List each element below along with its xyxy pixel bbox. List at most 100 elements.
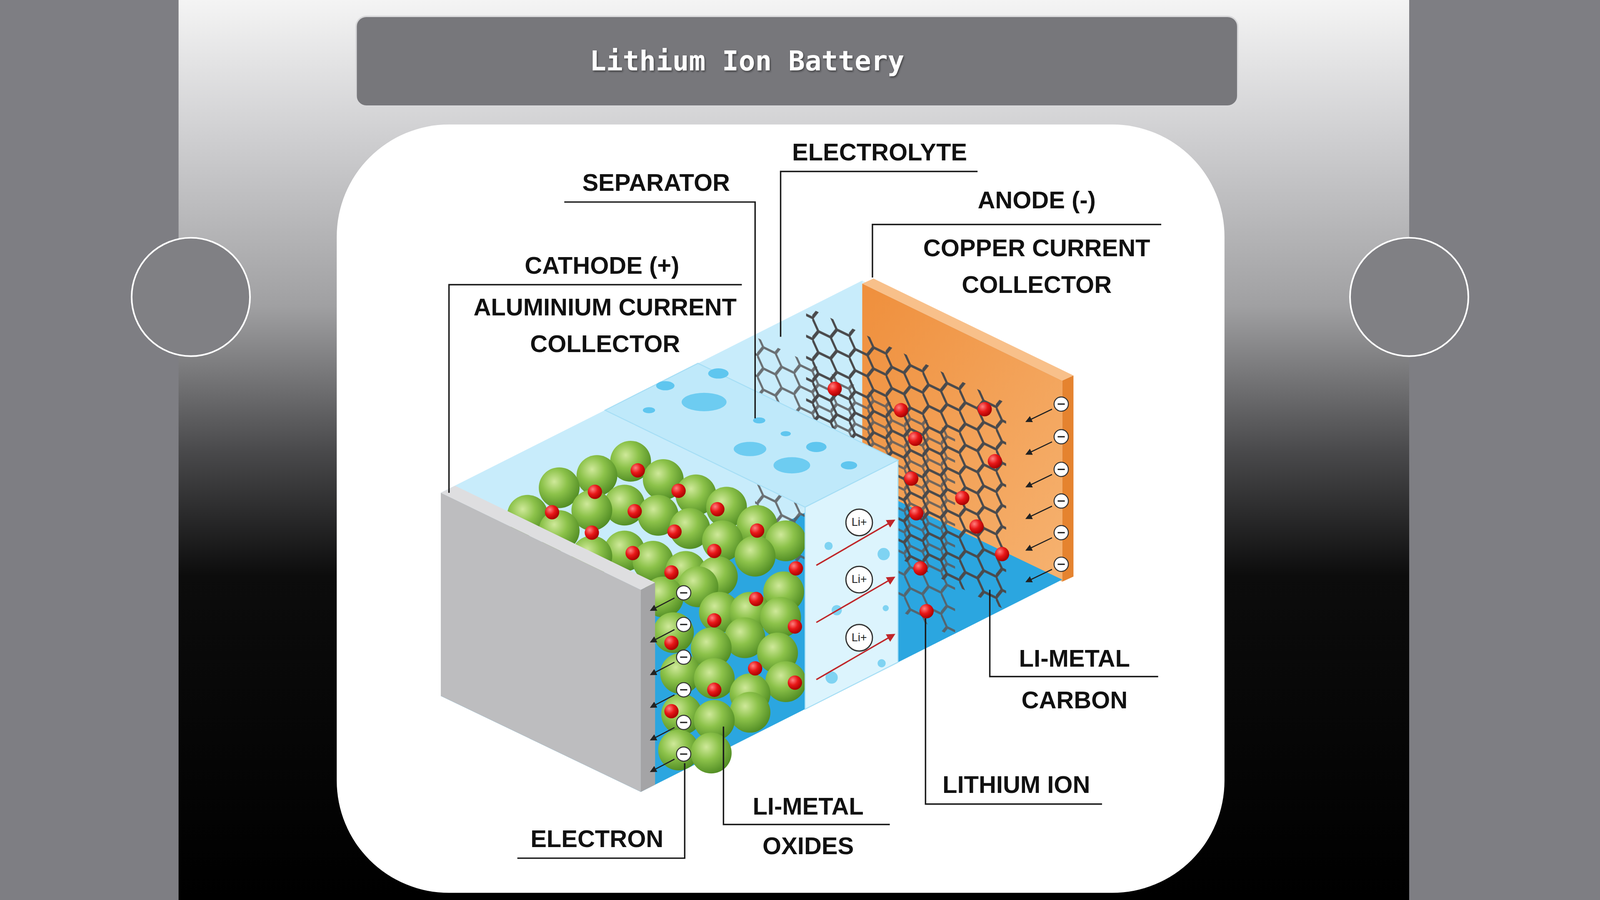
part-label-anchor: CATHODE (+) <box>524 251 680 280</box>
part-label-anchor: ELECTRON <box>530 825 664 853</box>
electrons <box>1026 474 1053 487</box>
part-label: LI-METAL <box>752 792 864 820</box>
lithium-ions <box>787 675 803 690</box>
lithium-ions <box>893 402 908 418</box>
background <box>1350 237 1469 357</box>
lithium-ions <box>627 504 642 519</box>
electrons <box>650 409 1052 772</box>
lithium-ions <box>749 591 764 606</box>
leader-lines <box>723 726 890 825</box>
electrons <box>676 747 691 762</box>
separator-slab <box>877 659 886 668</box>
part-label: LI-METAL <box>1019 644 1130 673</box>
background <box>178 0 1410 900</box>
part-label: ALUMINIUM CURRENT COLLECTOR <box>456 288 755 363</box>
part-label: ELECTRON <box>530 825 664 853</box>
part-label-anchor: ALUMINIUM CURRENT COLLECTOR <box>456 288 755 363</box>
lithium-ions <box>909 506 924 521</box>
separator-slab <box>681 392 727 412</box>
electrons <box>676 585 691 600</box>
electrons <box>650 629 675 642</box>
white-panel <box>336 124 1225 893</box>
lithium-ions <box>788 561 803 576</box>
electrons <box>1057 500 1065 502</box>
lithium-ions <box>630 463 645 478</box>
electrons <box>1057 403 1065 405</box>
lithium-ions <box>913 561 928 576</box>
electrons <box>1054 493 1069 508</box>
aluminium-collector <box>440 492 641 793</box>
lithium-ions <box>747 661 763 676</box>
separator-slab <box>877 547 890 560</box>
ion-symbol-anchor: Li+ <box>851 631 868 645</box>
electrons <box>680 623 688 625</box>
part-label: SEPARATOR <box>582 168 730 197</box>
lithium-ions <box>710 502 725 517</box>
part-label-anchor: ANODE (-) <box>977 186 1096 215</box>
ion-symbol: Li+ <box>851 631 868 645</box>
lithium-ions <box>969 519 984 534</box>
lithium-ions <box>904 471 919 486</box>
lithium-ions <box>664 704 679 719</box>
electrons <box>1057 532 1065 534</box>
electrons <box>1054 557 1069 572</box>
electrons <box>1026 441 1053 454</box>
aluminium-collector <box>440 485 655 793</box>
li-metal-oxide-spheres <box>690 732 732 774</box>
electrons <box>1026 506 1053 519</box>
separator-slab <box>805 460 898 710</box>
electrons <box>1054 397 1069 412</box>
separator-slab <box>656 381 675 391</box>
electrons <box>650 695 675 708</box>
lithium-ions <box>750 523 765 538</box>
part-label-anchor: OXIDES <box>762 832 854 860</box>
electrons <box>1057 436 1065 438</box>
separator-slab <box>708 368 729 379</box>
lithium-ions <box>908 431 923 446</box>
electrons <box>680 721 688 723</box>
lithium-ions <box>977 402 992 417</box>
electrons <box>676 682 691 697</box>
lithium-ions <box>787 619 803 634</box>
leader-lines <box>517 763 685 859</box>
electrons <box>1026 409 1053 422</box>
part-label-anchor: SEPARATOR <box>582 168 730 197</box>
li-metal-oxide-spheres <box>729 691 771 733</box>
ion-symbol-anchor: Li+ <box>851 515 868 529</box>
part-label-anchor: COPPER CURRENT COLLECTOR <box>883 229 1190 303</box>
electrons <box>1054 525 1069 540</box>
electrons <box>680 753 688 755</box>
electrons <box>680 656 688 658</box>
lithium-ions <box>664 635 679 650</box>
lithium-ions <box>545 505 560 520</box>
lithium-ions <box>707 613 722 628</box>
lithium-ions <box>995 547 1010 562</box>
title-text-anchor: Lithium Ion Battery <box>589 44 905 78</box>
lithium-ions <box>584 525 599 540</box>
part-label: ANODE (-) <box>977 186 1096 215</box>
ion-symbol: Li+ <box>851 572 868 586</box>
electrons <box>650 597 675 610</box>
separator-slab <box>840 461 858 470</box>
title-text: Lithium Ion Battery <box>589 44 905 78</box>
ion-symbol-anchor: Li+ <box>851 572 868 586</box>
lithium-ions <box>667 524 682 539</box>
electrons <box>1026 569 1053 582</box>
part-label: ELECTROLYTE <box>792 138 968 167</box>
electrons <box>1057 563 1065 565</box>
lithium-ions <box>827 381 842 396</box>
li-metal-oxide-spheres <box>734 535 776 577</box>
separator-slab <box>882 605 889 612</box>
li-metal-oxide-spheres <box>765 661 807 703</box>
part-label: CARBON <box>1021 686 1128 715</box>
separator-slab <box>780 431 791 437</box>
electrons <box>676 397 1069 762</box>
lithium-ions <box>664 565 679 580</box>
li-ion-badges <box>845 624 873 652</box>
ion-symbol: Li+ <box>851 515 868 529</box>
electrons <box>650 397 1069 772</box>
lithium-ions <box>707 682 722 697</box>
